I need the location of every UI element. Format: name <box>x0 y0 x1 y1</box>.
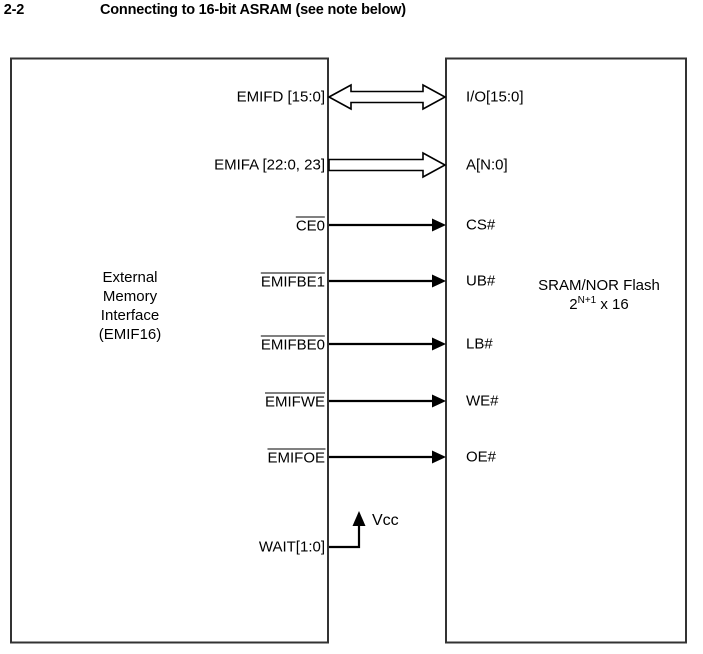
pin-label-we-text: WE# <box>466 392 499 410</box>
emif16-label-line-3: Interface <box>100 307 160 324</box>
pin-label-oe-text: OE# <box>466 448 497 466</box>
pin-label-cs: CS# <box>466 218 495 233</box>
pin-label-io: I/O[15:0] <box>466 90 524 105</box>
signal-label-ce0-text: CE0 <box>295 216 325 235</box>
signal-label-emifd: EMIFD [15:0] <box>237 90 325 105</box>
signal-label-emifa-text: EMIFA [22:0, 23] <box>214 156 325 174</box>
signal-label-emifoe: EMIFOE <box>267 448 325 467</box>
signal-label-emifd-text: EMIFD [15:0] <box>236 88 325 106</box>
pin-label-io-text: I/O[15:0] <box>466 88 524 106</box>
bus-arrow-emifd <box>327 83 447 111</box>
bus-arrow-emifa <box>328 151 447 179</box>
emif16-label-line-4: (EMIF16) <box>98 326 162 343</box>
signal-arrow-emifwe <box>329 394 446 408</box>
pin-label-lb-text: LB# <box>466 335 493 353</box>
signal-arrow-emifbe1 <box>329 274 446 288</box>
emif16-label-line-1: External <box>102 269 158 286</box>
sram-block-outline[interactable] <box>445 57 687 644</box>
emif16-label-line-2: Memory <box>102 288 158 305</box>
pin-label-lb: LB# <box>466 337 493 352</box>
vcc-label: Vcc <box>372 513 399 529</box>
pin-label-a: A[N:0] <box>466 158 508 173</box>
signal-arrow-emifoe <box>329 450 446 464</box>
wait-vcc-arrow <box>329 511 366 549</box>
figure-caption: ure 2-2 Connecting to 16-bit ASRAM (see … <box>0 2 703 26</box>
pin-label-oe: OE# <box>466 450 496 465</box>
figure-title: Connecting to 16-bit ASRAM (see note bel… <box>100 2 406 18</box>
signal-label-emifbe1: EMIFBE1 <box>260 272 325 291</box>
signal-label-emifoe-text: EMIFOE <box>267 448 325 467</box>
sram-block-size: 2N+1 x 16 <box>538 295 660 314</box>
sram-size-exponent: N+1 <box>577 295 597 306</box>
signal-label-emifbe0-text: EMIFBE0 <box>260 335 325 354</box>
emif16-block-outline[interactable] <box>10 57 329 644</box>
pin-label-a-text: A[N:0] <box>466 156 508 174</box>
signal-label-emifwe: EMIFWE <box>265 392 325 411</box>
sram-block-title: SRAM/NOR Flash <box>538 277 660 294</box>
signal-label-emifa: EMIFA [22:0, 23] <box>214 158 325 173</box>
signal-label-emifbe1-text: EMIFBE1 <box>260 272 325 291</box>
figure-number: ure 2-2 <box>0 2 25 18</box>
pin-label-we: WE# <box>466 394 499 409</box>
pin-label-cs-text: CS# <box>466 216 496 234</box>
pin-label-ub-text: UB# <box>466 272 496 290</box>
signal-label-wait: WAIT[1:0] <box>259 540 325 555</box>
signal-label-emifwe-text: EMIFWE <box>265 392 325 411</box>
signal-label-ce0: CE0 <box>295 216 325 235</box>
emif16-block-label: External Memory Interface (EMIF16) <box>99 268 162 344</box>
sram-block-label: SRAM/NOR Flash 2N+1 x 16 <box>538 276 660 314</box>
signal-label-emifbe0: EMIFBE0 <box>260 335 325 354</box>
pin-label-ub: UB# <box>466 274 495 289</box>
sram-size-base: 2 <box>569 296 578 313</box>
signal-label-wait-text: WAIT[1:0] <box>258 538 325 556</box>
sram-size-suffix: x 16 <box>596 296 629 313</box>
signal-arrow-ce0 <box>329 218 446 232</box>
vcc-label-text: Vcc <box>372 512 399 529</box>
signal-arrow-emifbe0 <box>329 337 446 351</box>
